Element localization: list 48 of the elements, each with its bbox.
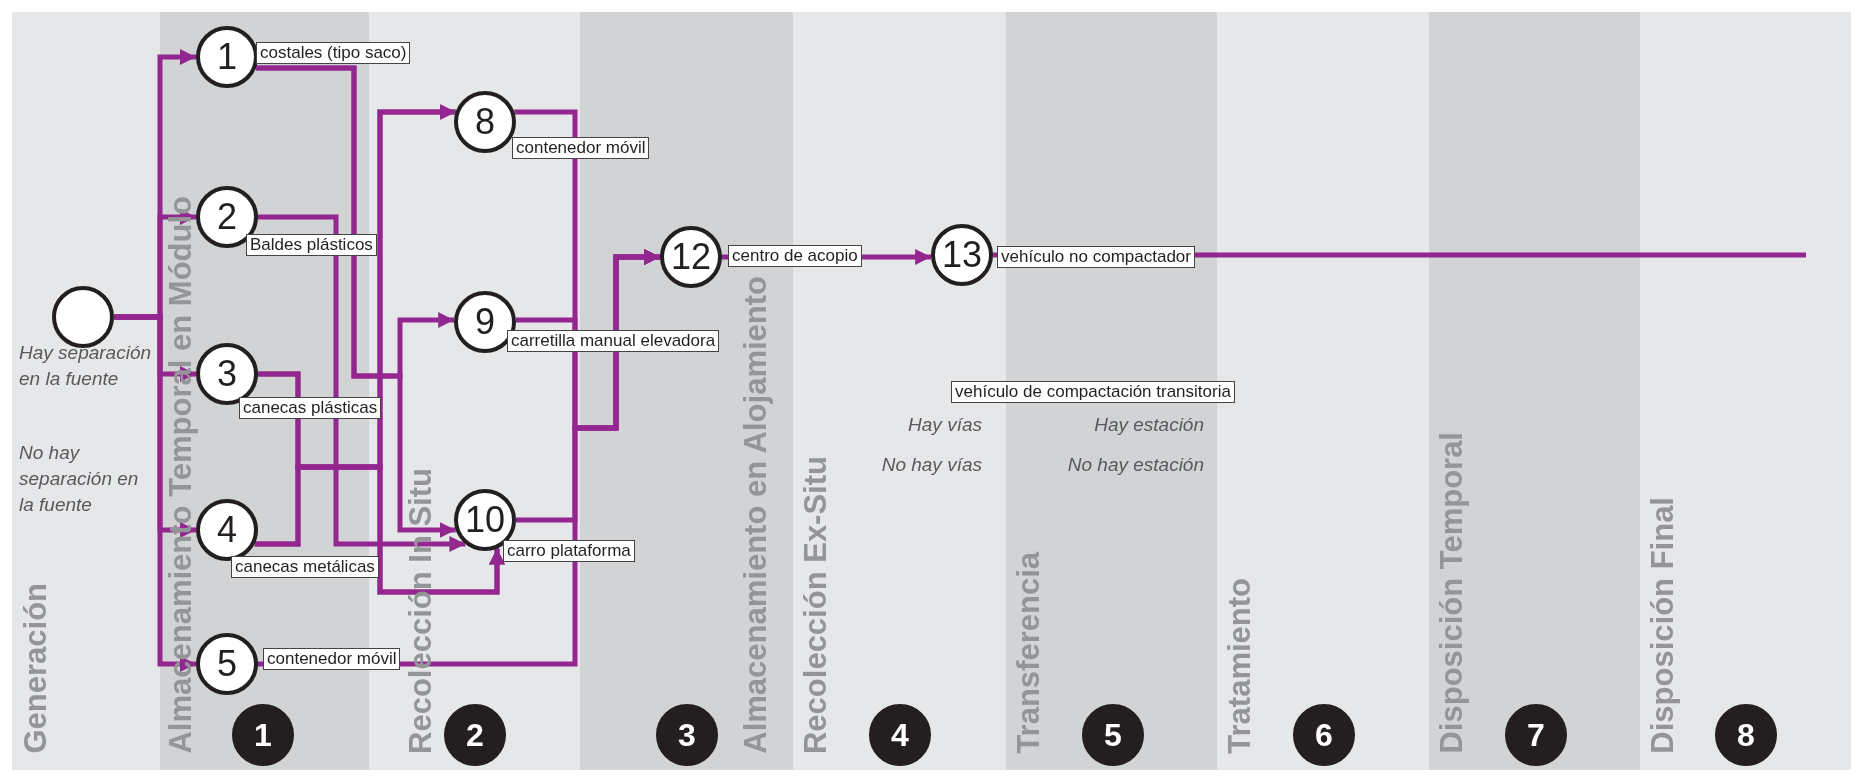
item-label: contenedor móvil	[512, 137, 650, 159]
step-circle: 3	[196, 343, 258, 405]
flow-arrow	[258, 214, 466, 552]
item-label: vehículo no compactador	[997, 246, 1195, 268]
stage-band	[12, 12, 160, 770]
stage-title: Disposición Final	[1647, 497, 1679, 754]
item-label: carro plataforma	[503, 540, 635, 562]
item-label: vehículo de compactación transitoria	[951, 381, 1235, 403]
flow-arrow	[516, 249, 660, 523]
stage-number-badge: 4	[869, 704, 931, 766]
step-circle: 1	[196, 26, 258, 88]
stage-number-badge: 8	[1715, 704, 1777, 766]
stage-band	[1429, 12, 1640, 770]
condition-note: Hay vías	[907, 413, 982, 437]
step-circle: 12	[660, 226, 722, 288]
condition-note: No hay estación	[1066, 453, 1204, 477]
condition-note: No hay vías	[880, 453, 982, 477]
stage-title: Almacenamiento Temporal en Módulo	[165, 196, 197, 754]
step-circle: 5	[196, 633, 258, 695]
step-circle: 8	[454, 91, 516, 153]
stage-number-badge: 5	[1082, 704, 1144, 766]
condition-note: Hay estación	[1093, 413, 1204, 437]
stage-title: Recolección In Situ	[405, 468, 437, 754]
item-label: contenedor móvil	[263, 648, 401, 670]
stage-number-badge: 3	[656, 704, 718, 766]
stage-title: Tratamiento	[1224, 578, 1256, 754]
stage-title: Generación	[20, 583, 52, 754]
item-label: centro de acopio	[728, 245, 862, 267]
stage-title: Recolección Ex-Situ	[800, 455, 832, 754]
stage-number-badge: 6	[1293, 704, 1355, 766]
condition-note: Hay separación en la fuente	[19, 341, 153, 391]
flow-arrow	[114, 314, 196, 672]
item-label: carretilla manual elevadora	[507, 330, 720, 352]
flow-arrow	[254, 464, 505, 595]
step-circle: 13	[931, 224, 993, 286]
stage-title: Disposición Temporal	[1436, 432, 1468, 754]
condition-note: No hay separación en la fuente	[19, 441, 140, 517]
step-circle: 4	[196, 499, 258, 561]
item-label: costales (tipo saco)	[256, 42, 411, 64]
stage-title: Almacenamiento en Alojamiento	[740, 276, 772, 754]
stage-title: Transferencia	[1013, 552, 1045, 754]
item-label: canecas metálicas	[231, 556, 379, 578]
stage-number-badge: 7	[1505, 704, 1567, 766]
item-label: canecas plásticas	[239, 397, 382, 419]
stage-band	[1640, 12, 1851, 770]
item-label: Baldes plásticos	[246, 234, 377, 256]
stage-number-badge: 2	[444, 704, 506, 766]
stage-number-badge: 1	[232, 704, 294, 766]
